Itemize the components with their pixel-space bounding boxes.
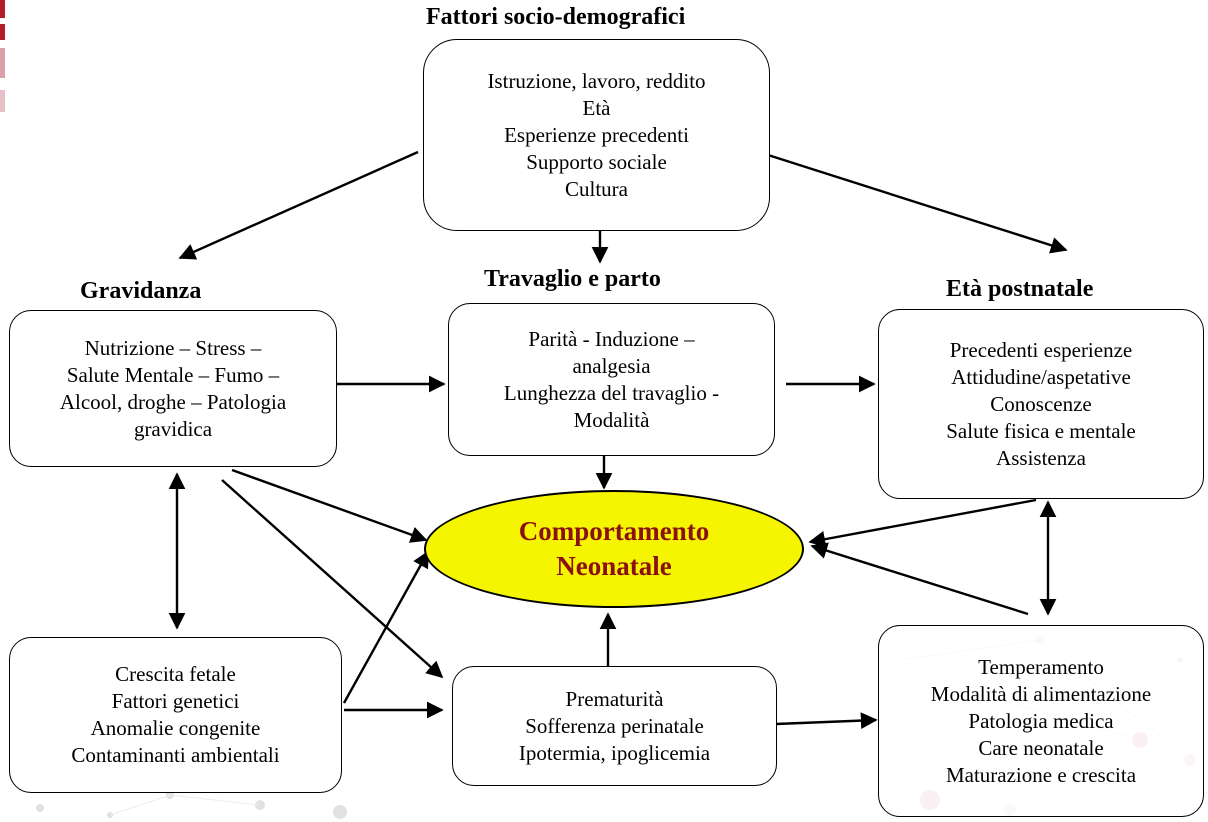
arrow-fetale-to-comportamento bbox=[342, 550, 430, 704]
corner-decoration bbox=[0, 0, 5, 115]
box-line: Conoscenze bbox=[990, 391, 1092, 416]
box-line: Anomalie congenite bbox=[90, 716, 261, 740]
box-line: Salute fisica e mentale bbox=[946, 418, 1136, 443]
box-line: Parità - Induzione – bbox=[528, 326, 695, 351]
box-line: Cultura bbox=[565, 176, 628, 201]
box-line: Lunghezza del travaglio - bbox=[503, 380, 720, 405]
box-socio-demografici: Istruzione, lavoro, reddito Età Esperien… bbox=[423, 39, 770, 231]
box-line: Attidudine/aspetative bbox=[951, 364, 1131, 389]
box-travaglio-parto: Parità - Induzione – analgesia Lunghezza… bbox=[448, 303, 775, 456]
arrow-socio-to-gravidanza bbox=[178, 150, 419, 260]
comportamento-neonatale-ellipse: Comportamento Neonatale bbox=[424, 490, 804, 608]
box-line: Care neonatale bbox=[978, 735, 1104, 760]
box-line: Maturazione e crescita bbox=[945, 762, 1137, 787]
box-line: Età bbox=[582, 95, 611, 120]
header-fattori-socio-demografici: Fattori socio-demografici bbox=[426, 4, 686, 30]
box-line: Modalità di alimentazione bbox=[930, 681, 1152, 706]
header-gravidanza: Gravidanza bbox=[80, 278, 202, 304]
box-line: Supporto sociale bbox=[526, 149, 667, 174]
arrow-gravidanza-to-comportamento bbox=[231, 468, 428, 543]
box-line: Nutrizione – Stress – bbox=[84, 335, 262, 360]
box-line: Ipotermia, ipoglicemia bbox=[518, 740, 711, 765]
box-line: Salute Mentale – Fumo – bbox=[66, 362, 280, 387]
box-line: Contaminanti ambientali bbox=[71, 743, 280, 767]
box-line: Alcool, droghe – Patologia bbox=[59, 389, 287, 414]
box-line: Esperienze precedenti bbox=[504, 122, 689, 147]
arrow-postnatale-to-comportamento bbox=[808, 498, 1037, 548]
box-fattori-neonatali: Temperamento Modalità di alimentazione P… bbox=[878, 625, 1204, 817]
box-line: analgesia bbox=[572, 353, 651, 378]
arrow-gravidanza-to-perinatale bbox=[221, 479, 444, 679]
box-line: Patologia medica bbox=[968, 708, 1114, 733]
header-eta-postnatale: Età postnatale bbox=[946, 276, 1094, 302]
box-line: Prematurità bbox=[565, 686, 664, 711]
ellipse-line: Neonatale bbox=[556, 551, 672, 581]
ellipse-line: Comportamento bbox=[518, 516, 710, 546]
box-eta-postnatale: Precedenti esperienze Attidudine/aspetat… bbox=[878, 309, 1204, 499]
box-line: Precedenti esperienze bbox=[949, 337, 1133, 362]
header-travaglio-e-parto: Travaglio e parto bbox=[484, 266, 661, 292]
box-line: Sofferenza perinatale bbox=[525, 713, 704, 738]
box-fattori-fetali: Crescita fetale Fattori genetici Anomali… bbox=[9, 637, 342, 793]
arrow-socio-to-postnatale bbox=[767, 153, 1068, 254]
box-gravidanza: Nutrizione – Stress – Salute Mentale – F… bbox=[9, 310, 337, 467]
arrow-perinatale-to-neonatale bbox=[775, 712, 878, 729]
box-line: Modalità bbox=[573, 407, 650, 432]
box-line: Crescita fetale bbox=[115, 662, 236, 686]
box-line: Fattori genetici bbox=[111, 689, 240, 713]
box-line: Istruzione, lavoro, reddito bbox=[487, 68, 706, 93]
box-line: Temperamento bbox=[978, 654, 1104, 679]
box-line: gravidica bbox=[133, 416, 213, 441]
arrow-neonatale-to-comportamento bbox=[810, 542, 1029, 616]
box-fattori-perinatali: Prematurità Sofferenza perinatale Ipoter… bbox=[452, 666, 777, 786]
box-line: Assistenza bbox=[996, 445, 1086, 470]
